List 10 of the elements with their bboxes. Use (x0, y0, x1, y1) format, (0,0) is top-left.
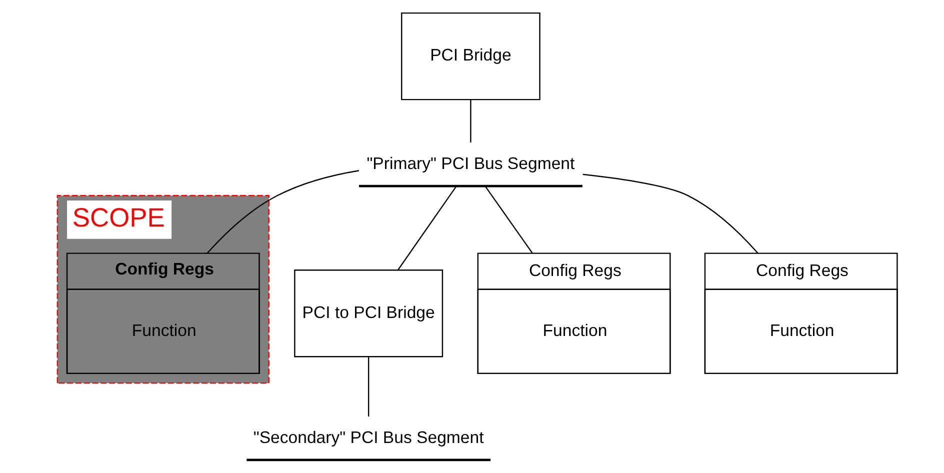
connector (582, 174, 758, 254)
connector (470, 100, 471, 142)
connector (367, 356, 369, 417)
node-text: "Secondary" PCI Bus Segment (252, 428, 484, 447)
connector (206, 170, 359, 254)
node-box: PCI to PCI Bridge (294, 270, 443, 358)
node-box: PCI Bridge (400, 12, 540, 100)
connector (397, 186, 456, 270)
connector (484, 186, 532, 254)
node-text: "Primary" PCI Bus Segment (366, 154, 574, 173)
